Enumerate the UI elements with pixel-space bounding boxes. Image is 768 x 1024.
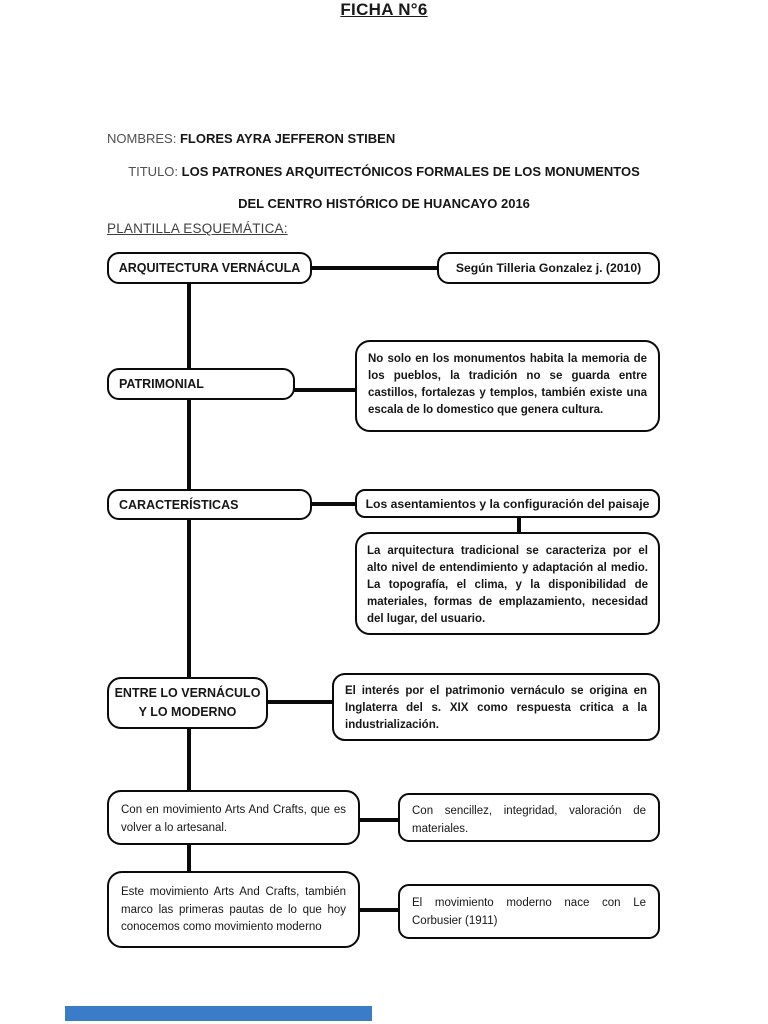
node-este-movimiento: Este movimiento Arts And Crafts, también…	[107, 871, 360, 948]
note-arquitectura-tradicional: La arquitectura tradicional se caracteri…	[355, 532, 660, 635]
connector-asentamientos-tradicional	[517, 515, 521, 534]
connector-arquitectura-segun	[310, 266, 439, 270]
page-title: FICHA N°6	[0, 0, 768, 20]
node-arquitectura-vernacula: ARQUITECTURA VERNÁCULA	[107, 252, 312, 284]
trunk-line-2	[187, 398, 191, 491]
connector-entre-interes	[266, 700, 334, 704]
note-interes-patrimonio: El interés por el patrimonio vernáculo s…	[332, 673, 660, 741]
connector-artscrafts-sencillez	[358, 818, 400, 822]
node-segun-fuente: Según Tilleria Gonzalez j. (2010)	[437, 252, 660, 284]
nombres-line: NOMBRES: FLORES AYRA JEFFERON STIBEN	[107, 131, 395, 146]
titulo-label: TITULO:	[128, 164, 179, 179]
node-patrimonial: PATRIMONIAL	[107, 368, 295, 400]
connector-patrimonial-nota	[293, 388, 357, 392]
node-entre-lo-vernaculo: ENTRE LO VERNÁCULO Y LO MODERNO	[107, 677, 268, 729]
page-title-text: FICHA N°6	[340, 0, 428, 19]
note-sencillez: Con sencillez, integridad, valoración de…	[398, 793, 660, 842]
titulo-value-line2: DEL CENTRO HISTÓRICO DE HUANCAYO 2016	[238, 196, 530, 211]
trunk-line-3	[187, 518, 191, 679]
titulo-value-line1: LOS PATRONES ARQUITECTÓNICOS FORMALES DE…	[181, 164, 640, 179]
section-heading: PLANTILLA ESQUEMÁTICA:	[107, 221, 288, 236]
note-patrimonial: No solo en los monumentos habita la memo…	[355, 340, 660, 432]
titulo-line: TITULO: LOS PATRONES ARQUITECTÓNICOS FOR…	[0, 164, 768, 179]
nombres-label: NOMBRES:	[107, 131, 177, 146]
trunk-line-1	[187, 283, 191, 370]
connector-este-moderno	[358, 908, 400, 912]
nombres-value: FLORES AYRA JEFFERON STIBEN	[179, 131, 396, 146]
note-movimiento-moderno: El movimiento moderno nace con Le Corbus…	[398, 884, 660, 939]
node-caracteristicas: CARACTERÍSTICAS	[107, 489, 312, 520]
trunk-line-5	[187, 843, 191, 873]
node-asentamientos: Los asentamientos y la configuración del…	[355, 489, 660, 518]
node-arts-crafts: Con en movimiento Arts And Crafts, que e…	[107, 790, 360, 845]
connector-caracteristicas-asentamientos	[310, 502, 357, 506]
highlight-bar	[65, 1006, 372, 1021]
trunk-line-4	[187, 727, 191, 792]
